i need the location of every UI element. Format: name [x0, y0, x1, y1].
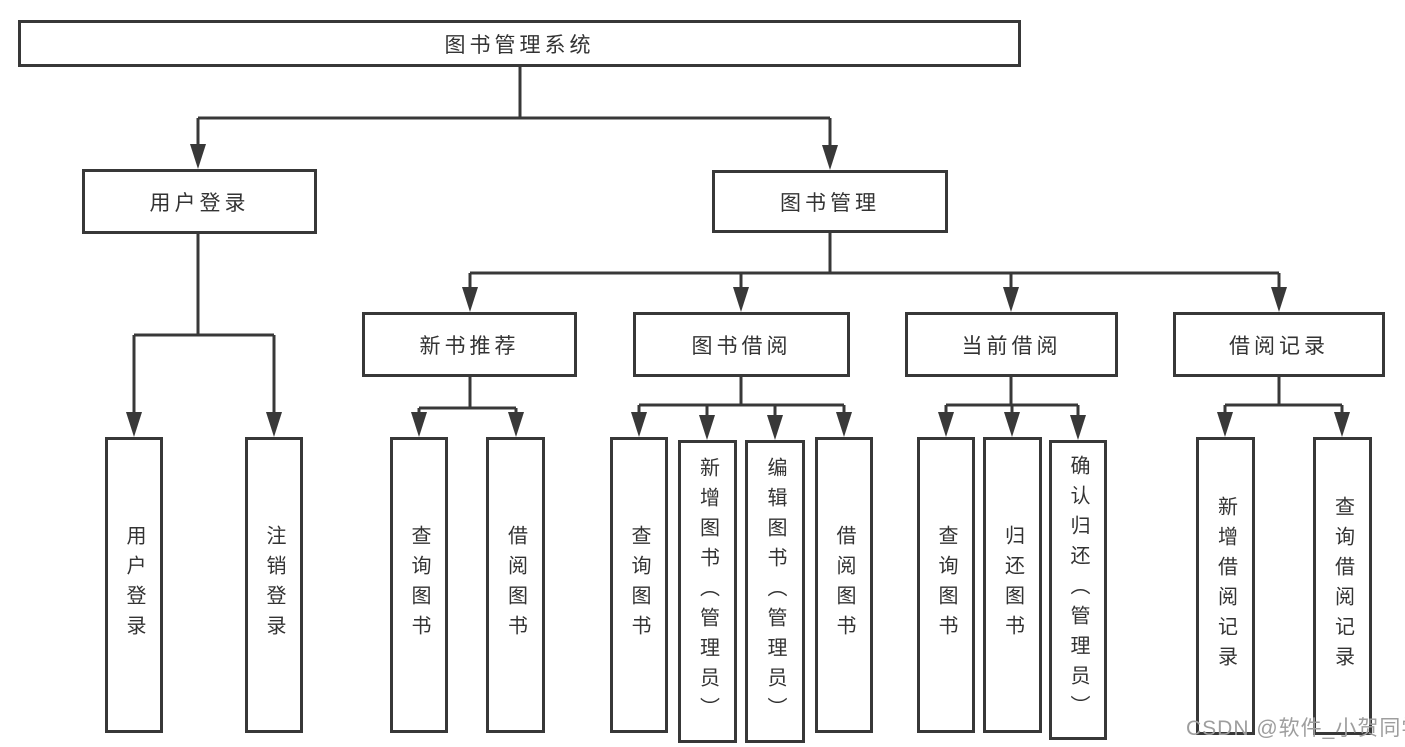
node-new-book-recommend: 新书推荐 — [362, 312, 577, 377]
leaf-borrow-query-books: 查询图书 — [610, 437, 668, 733]
csdn-watermark: CSDN @软件_小贺同学 — [1186, 717, 1405, 740]
node-book-management: 图书管理 — [712, 170, 948, 233]
leaf-current-query-books: 查询图书 — [917, 437, 975, 733]
leaf-newbook-borrow-books: 借阅图书 — [486, 437, 545, 733]
leaf-current-return-books: 归还图书 — [983, 437, 1042, 733]
leaf-record-query: 查询借阅记录 — [1313, 437, 1372, 735]
node-book-borrow: 图书借阅 — [633, 312, 850, 377]
node-current-borrow: 当前借阅 — [905, 312, 1118, 377]
leaf-logout: 注销登录 — [245, 437, 303, 733]
node-root: 图书管理系统 — [18, 20, 1021, 67]
leaf-newbook-query-books: 查询图书 — [390, 437, 448, 733]
leaf-current-confirm-return-admin: 确认归还（管理员） — [1049, 440, 1107, 740]
leaf-borrow-add-books-admin: 新增图书（管理员） — [678, 440, 737, 743]
leaf-user-login: 用户登录 — [105, 437, 163, 733]
leaf-record-add: 新增借阅记录 — [1196, 437, 1255, 735]
leaf-borrow-borrow-books: 借阅图书 — [815, 437, 873, 733]
node-user-login: 用户登录 — [82, 169, 317, 234]
leaf-borrow-edit-books-admin: 编辑图书（管理员） — [745, 440, 805, 743]
node-borrow-record: 借阅记录 — [1173, 312, 1385, 377]
